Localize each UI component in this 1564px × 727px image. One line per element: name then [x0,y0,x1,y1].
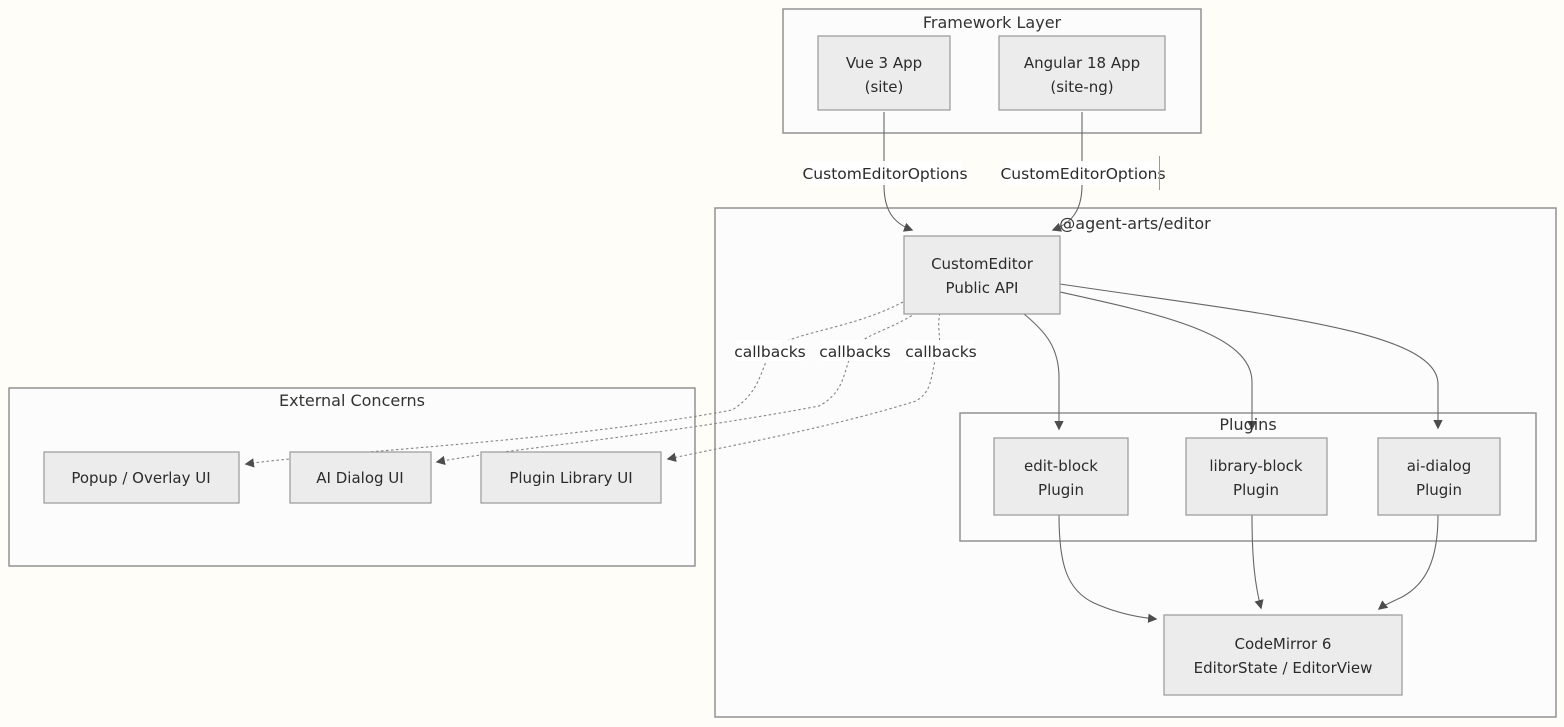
node-edit-block-plugin-box [993,437,1129,516]
cluster-title-plugins: Plugins [1219,415,1276,434]
edge-angular-to-api [1051,112,1083,232]
edge-edit-block-to-codemirror [1058,514,1158,623]
node-ai-dialog-plugin-line2: Plugin [1416,481,1462,499]
node-ai-dialog-ui-box [289,451,432,504]
edge-vue-to-api [883,112,914,232]
node-ai-dialog-plugin-line1: ai-dialog [1407,457,1472,475]
edge-ai-dialog-to-codemirror [1377,514,1439,610]
node-plugin-library-ui: Plugin Library UI [480,451,662,504]
edge-api-to-edit-block [1023,313,1064,431]
node-vue-app-line1: Vue 3 App [846,54,922,72]
node-codemirror-line1: CodeMirror 6 [1235,635,1332,653]
node-ai-dialog-plugin: ai-dialog Plugin [1377,437,1501,516]
node-ai-dialog-plugin-box [1377,437,1501,516]
node-vue-app-line2: (site) [865,78,904,96]
node-angular-app-box [998,35,1166,111]
cluster-title-framework-layer: Framework Layer [923,13,1062,32]
node-plugin-library-ui-box [480,451,662,504]
node-vue-app: Vue 3 App (site) [817,35,951,111]
edge-label-bg [907,340,974,361]
node-library-block-plugin: library-block Plugin [1185,437,1328,516]
edge-api-to-library-block [1059,291,1257,431]
node-edit-block-plugin: edit-block Plugin [993,437,1129,516]
node-custom-editor-public-api-line2: Public API [946,279,1019,297]
edge-label-bg [808,161,962,185]
node-custom-editor-public-api: CustomEditor Public API [903,235,1061,315]
node-library-block-plugin-line1: library-block [1209,457,1303,475]
cluster-title-external-concerns: External Concerns [279,391,425,410]
edge-label-bg [821,340,888,361]
node-codemirror: CodeMirror 6 EditorState / EditorView [1163,614,1403,696]
node-library-block-plugin-line2: Plugin [1233,481,1279,499]
node-edit-block-plugin-line2: Plugin [1038,481,1084,499]
edge-label-bg [736,340,803,361]
node-ai-dialog-ui: AI Dialog UI [289,451,432,504]
edge-label-callbacks-3: callbacks [905,343,977,361]
node-plugin-library-ui-label: Plugin Library UI [509,469,632,487]
node-angular-app: Angular 18 App (site-ng) [998,35,1166,111]
edge-api-to-ai-dialog [1059,283,1443,430]
node-angular-app-line2: (site-ng) [1050,78,1113,96]
node-library-block-plugin-box [1185,437,1328,516]
node-edit-block-plugin-line1: edit-block [1024,457,1098,475]
node-codemirror-box [1163,614,1403,696]
node-popup-overlay-ui-box [43,451,240,504]
cluster-title-agent-arts-editor: @agent-arts/editor [1059,214,1211,233]
node-custom-editor-public-api-box [903,235,1061,315]
node-codemirror-line2: EditorState / EditorView [1194,659,1373,677]
node-custom-editor-public-api-line1: CustomEditor [931,255,1034,273]
edge-label-callbacks-2: callbacks [819,343,891,361]
node-popup-overlay-ui: Popup / Overlay UI [43,451,240,504]
node-vue-app-box [817,35,951,111]
edge-library-block-to-codemirror [1251,514,1264,610]
node-ai-dialog-ui-label: AI Dialog UI [316,469,403,487]
node-angular-app-line1: Angular 18 App [1024,54,1140,72]
edge-label-custom-editor-options-vue: CustomEditorOptions [802,165,967,183]
edge-api-to-ai-dialog-ui [435,312,917,466]
edge-label-custom-editor-options-angular: CustomEditorOptions [1000,165,1165,183]
edge-label-bg [1006,161,1160,185]
node-popup-overlay-ui-label: Popup / Overlay UI [71,469,210,487]
edge-label-callbacks-1: callbacks [734,343,806,361]
